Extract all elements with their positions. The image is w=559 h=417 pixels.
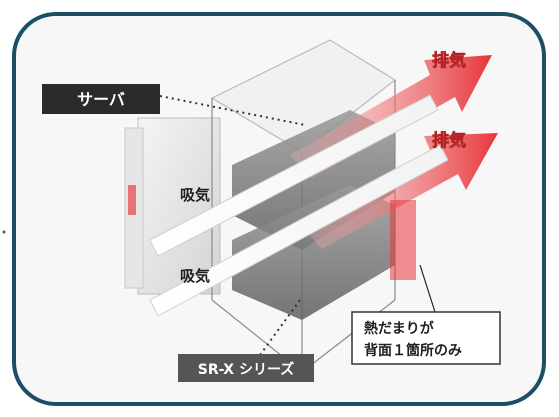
product-label: SR-X シリーズ [178, 354, 314, 382]
server-leader-line [159, 95, 306, 126]
exhaust-label-lower: 排気 [432, 130, 466, 151]
heat-note-line2: 背面１箇所のみ [364, 342, 462, 359]
heat-note: 熱だまりが 背面１箇所のみ [351, 311, 501, 365]
intake-label-upper: 吸気 [180, 186, 210, 204]
exhaust-arrow-lower [300, 133, 498, 249]
edge-marker [2, 230, 6, 234]
product-label-text: SR-X シリーズ [198, 361, 295, 378]
intake-label-lower: 吸気 [180, 267, 210, 285]
heat-note-leader-line [419, 264, 436, 313]
intake-stream-upper [149, 94, 439, 257]
outer-frame [12, 12, 546, 406]
server-label: サーバ [42, 84, 160, 114]
intake-stream-lower [149, 144, 449, 317]
server-label-text: サーバ [77, 90, 125, 109]
heat-zone [390, 200, 416, 280]
heat-note-line1: 熱だまりが [364, 320, 435, 337]
exhaust-label-upper: 排気 [432, 50, 466, 71]
